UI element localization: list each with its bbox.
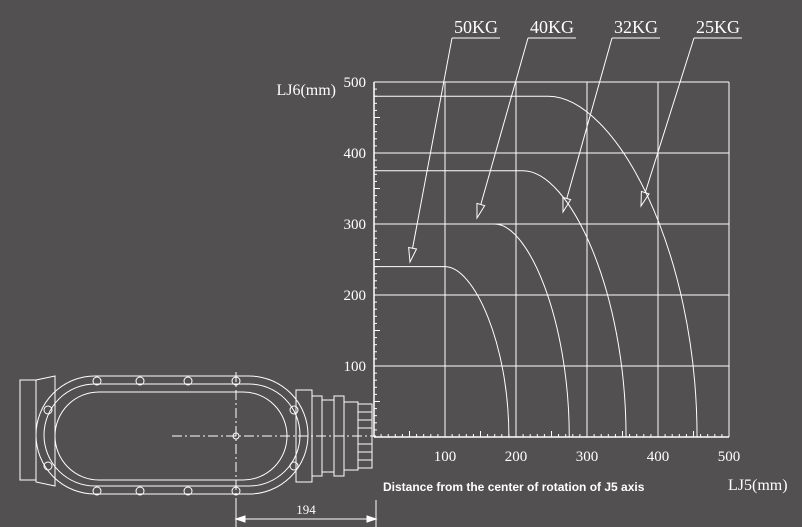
y-tick-labels: 100 200 300 400 500 bbox=[344, 75, 367, 375]
dimension-arrow-right bbox=[366, 515, 378, 523]
x-tick-500: 500 bbox=[718, 449, 741, 465]
series-label-40KG: 40KG bbox=[530, 17, 574, 37]
leader-50KG bbox=[412, 37, 453, 249]
curve-40KG bbox=[374, 223, 570, 438]
tool-flange bbox=[357, 403, 373, 469]
leader-arrow-50KG bbox=[408, 246, 418, 264]
robot-base-plate bbox=[19, 379, 37, 481]
curve-25KG bbox=[374, 95, 698, 438]
payload-curves bbox=[374, 95, 698, 438]
series-label-50KG: 50KG bbox=[454, 17, 498, 37]
robot-arm-rim bbox=[43, 383, 301, 487]
y-tick-200: 200 bbox=[344, 288, 367, 304]
leader-arrow-40KG bbox=[476, 202, 486, 220]
y-tick-500: 500 bbox=[344, 75, 367, 91]
x-axis-label: LJ5(mm) bbox=[728, 477, 788, 494]
y-tick-300: 300 bbox=[344, 217, 367, 233]
x-tick-100: 100 bbox=[434, 449, 457, 465]
leader-32KG bbox=[566, 37, 613, 199]
dimension-arrow-left bbox=[234, 515, 246, 523]
x-tick-labels: 100 200 300 400 500 bbox=[434, 449, 741, 465]
series-label-32KG: 32KG bbox=[614, 17, 658, 37]
curve-50KG bbox=[374, 266, 510, 438]
dimension-194 bbox=[234, 500, 378, 527]
chart-grid bbox=[373, 81, 730, 438]
y-tick-400: 400 bbox=[344, 146, 367, 162]
robot-arm-outer bbox=[35, 375, 309, 495]
series-label-25KG: 25KG bbox=[696, 17, 740, 37]
leader-arrow-25KG bbox=[640, 190, 650, 208]
x-tick-300: 300 bbox=[576, 449, 599, 465]
leader-40KG bbox=[480, 37, 529, 205]
x-tick-200: 200 bbox=[505, 449, 528, 465]
robot-arm-drawing bbox=[19, 372, 376, 500]
y-tick-100: 100 bbox=[344, 359, 367, 375]
dimension-label: 194 bbox=[296, 502, 316, 517]
axis-minor-ticks bbox=[373, 81, 730, 438]
x-axis-caption: Distance from the center of rotation of … bbox=[383, 480, 645, 494]
y-axis-label: LJ6(mm) bbox=[276, 82, 336, 99]
curve-32KG bbox=[374, 170, 627, 438]
x-tick-400: 400 bbox=[647, 449, 670, 465]
leader-25KG bbox=[644, 37, 695, 193]
robot-base-flange bbox=[35, 375, 56, 487]
series-labels: 50KG 40KG 32KG 25KG bbox=[408, 17, 742, 264]
leader-arrow-32KG bbox=[562, 196, 572, 214]
